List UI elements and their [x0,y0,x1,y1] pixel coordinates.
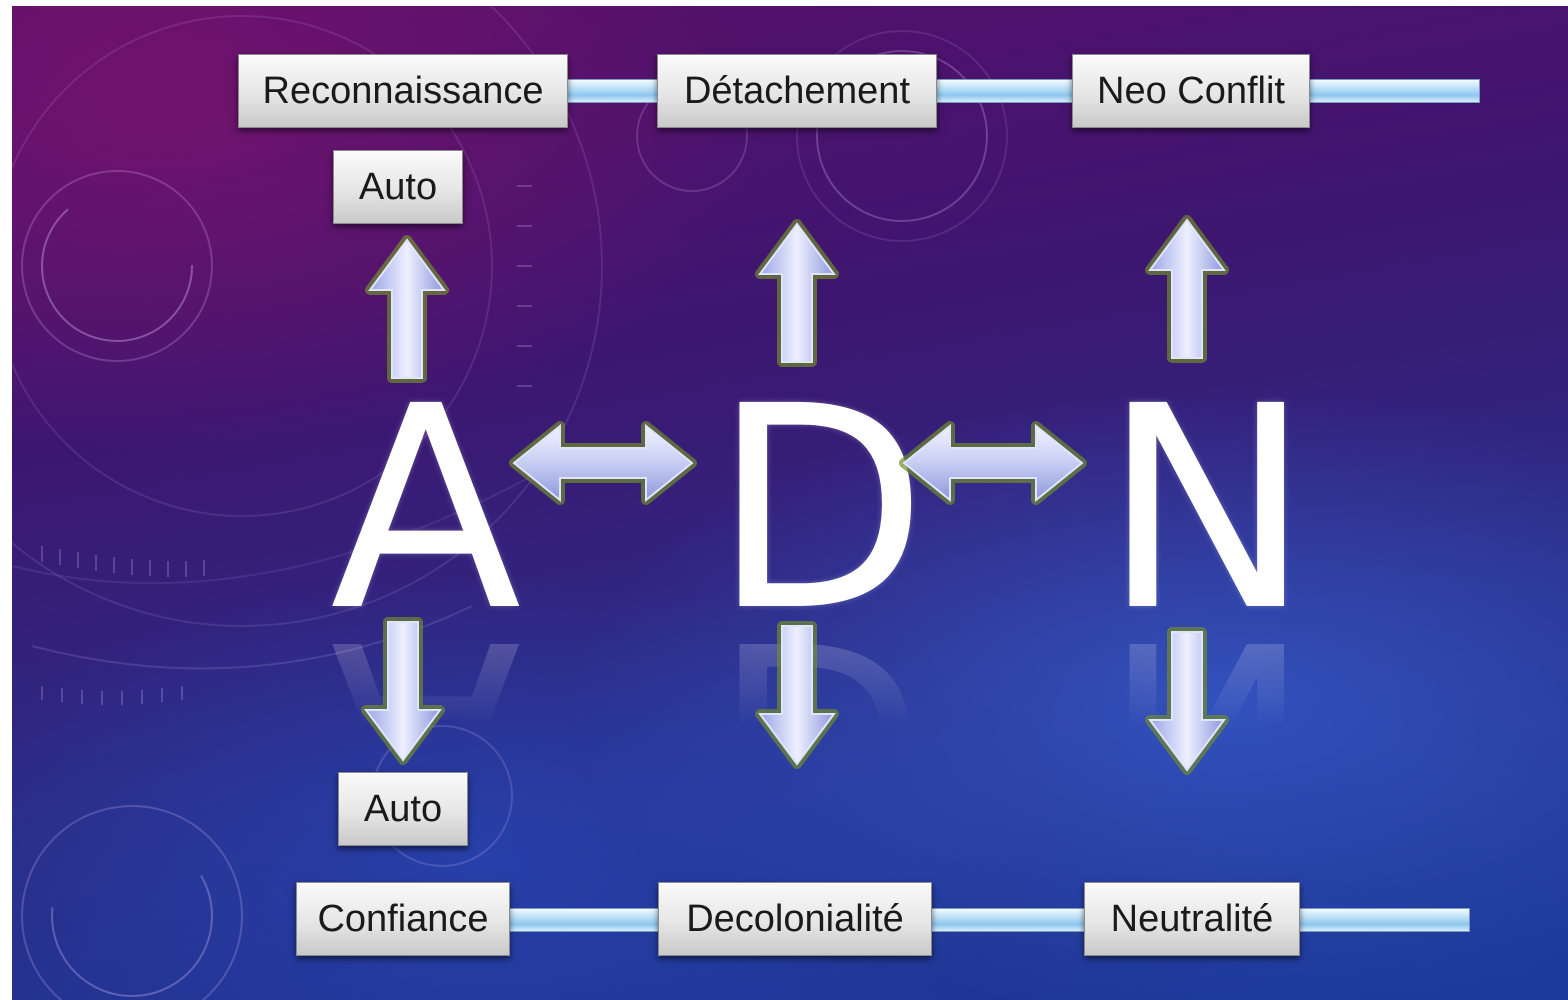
letter-a: A [330,347,522,673]
top-connector-3 [1302,79,1480,103]
bottom-connector-2 [926,908,1092,932]
letter-n: N [1102,347,1312,673]
arrow-up-n-icon [1145,215,1229,363]
auto-label-top: Auto [333,150,463,224]
arrow-down-a-icon [361,617,445,765]
arrow-double-a-d-icon [509,421,697,505]
top-connector-2 [930,79,1078,103]
bottom-connector-3 [1294,908,1470,932]
letter-d: D [712,347,928,673]
box-detachement: Détachement [657,54,937,128]
box-decolonialite: Decolonialité [658,882,932,956]
box-confiance: Confiance [296,882,510,956]
top-connector-1 [560,79,662,103]
box-neutralite: Neutralité [1084,882,1300,956]
arrow-up-a-icon [365,235,449,383]
arrow-down-d-icon [755,621,839,769]
diagram-slide: Reconnaissance Détachement Neo Conflit C… [12,6,1568,1000]
bottom-connector-1 [502,908,664,932]
arrow-up-d-icon [755,219,839,367]
auto-label-bottom: Auto [338,772,468,846]
box-neo-conflit: Neo Conflit [1072,54,1310,128]
arrow-double-d-n-icon [899,421,1087,505]
box-reconnaissance: Reconnaissance [238,54,568,128]
arrow-down-n-icon [1145,627,1229,775]
